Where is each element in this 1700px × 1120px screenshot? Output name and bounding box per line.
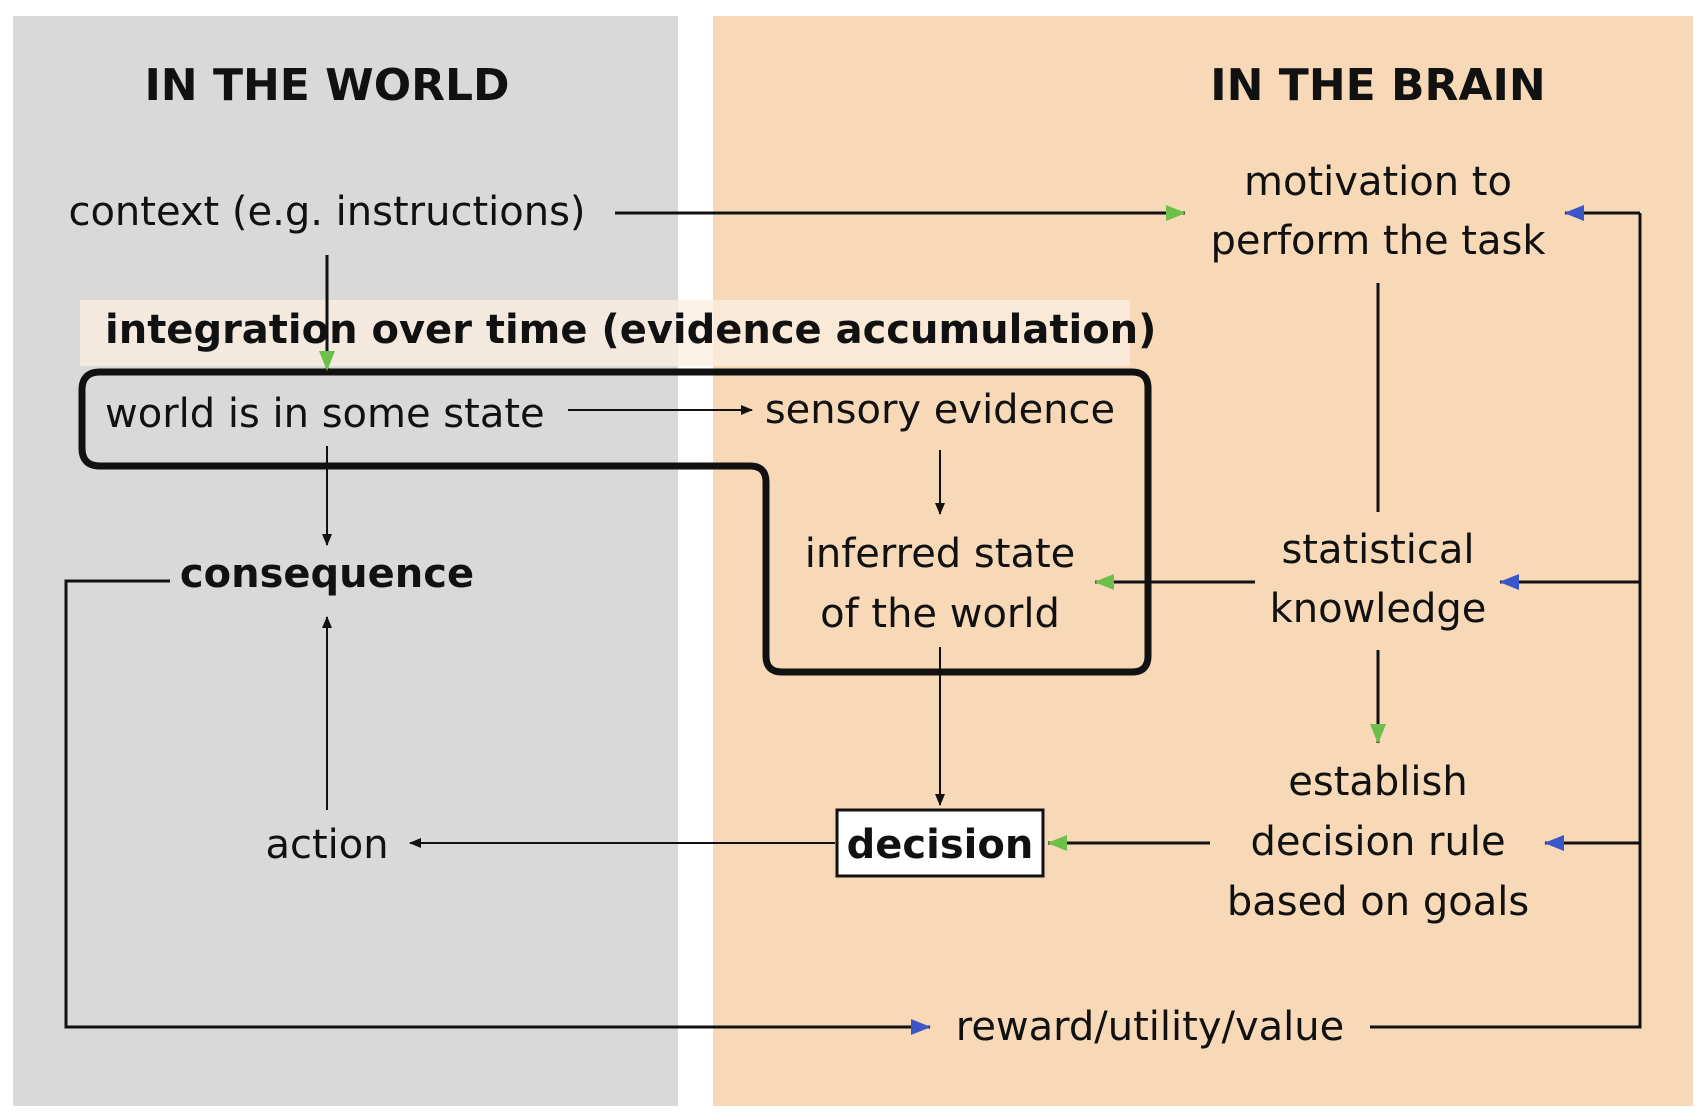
reward-feedback-bus xyxy=(1370,213,1642,1029)
consequence-to-reward-arrow xyxy=(64,579,931,1035)
motivation-label-2: perform the task xyxy=(1211,218,1547,264)
integration-label: integration over time (evidence accumula… xyxy=(105,307,1156,353)
establish-label-2: decision rule xyxy=(1250,819,1505,865)
consequence-label: consequence xyxy=(180,551,474,597)
integration-banner xyxy=(80,300,1130,366)
brain-panel xyxy=(713,16,1693,1106)
inferred-label-2: of the world xyxy=(820,591,1060,637)
statistical-label-1: statistical xyxy=(1281,527,1474,573)
establish-label-3: based on goals xyxy=(1227,879,1529,925)
inferred-label-1: inferred state xyxy=(805,531,1076,577)
world-title: IN THE WORLD xyxy=(144,60,509,111)
establish-label-1: establish xyxy=(1288,759,1467,805)
motivation-label-1: motivation to xyxy=(1244,159,1512,205)
context-label: context (e.g. instructions) xyxy=(68,189,585,235)
brain-title: IN THE BRAIN xyxy=(1210,60,1545,111)
statistical-label-2: knowledge xyxy=(1270,586,1487,632)
decision-label: decision xyxy=(847,822,1034,868)
action-label: action xyxy=(265,822,388,868)
sensory-label: sensory evidence xyxy=(765,387,1115,433)
decision-box xyxy=(835,808,1045,878)
world-state-label: world is in some state xyxy=(105,391,545,437)
reward-label: reward/utility/value xyxy=(956,1004,1344,1050)
integration-loop xyxy=(78,368,1152,676)
world-panel xyxy=(13,16,678,1106)
